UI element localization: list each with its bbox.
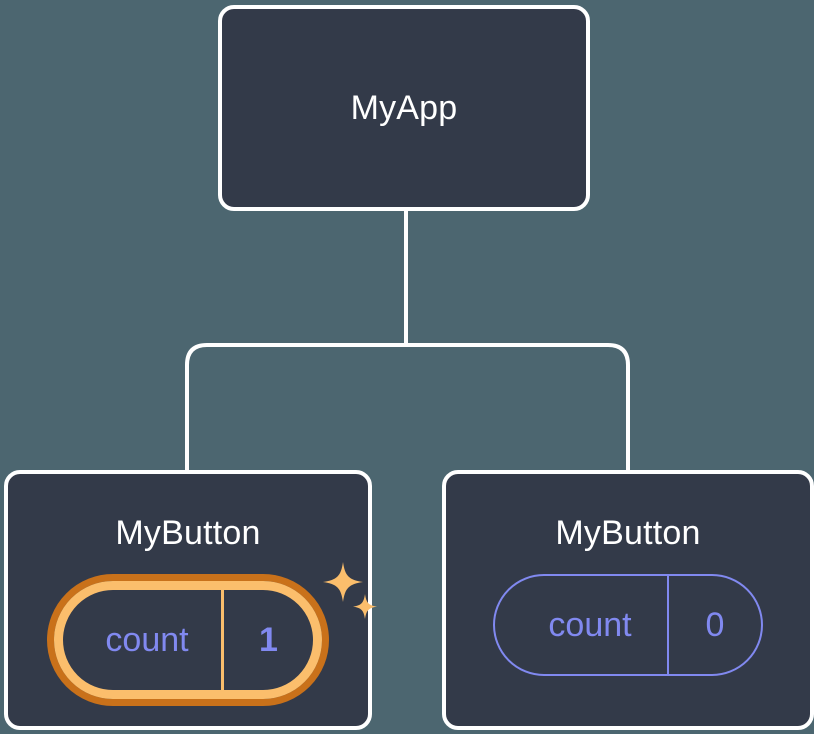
state-key-label: count: [105, 621, 189, 659]
connector-branch-right: [406, 343, 630, 470]
component-label: MyButton: [115, 514, 261, 552]
state-pill-plain-wrap: count 0: [493, 574, 763, 676]
state-value-label: 1: [221, 590, 313, 690]
sparkle-group: [323, 562, 377, 619]
component-label: MyButton: [555, 514, 701, 552]
component-node-mybutton-right[interactable]: MyButton count 0: [442, 470, 814, 730]
sparkle-icon-small: [353, 594, 377, 619]
state-pill-count-0[interactable]: count 0: [493, 574, 763, 676]
component-node-myapp[interactable]: MyApp: [218, 5, 590, 211]
sparkle-icon-large: [323, 562, 363, 602]
state-pill-count-1[interactable]: count 1: [54, 581, 322, 699]
connector-branch-left: [185, 343, 406, 470]
state-value-label: 0: [667, 576, 761, 674]
state-key-label: count: [548, 606, 632, 644]
component-label: MyApp: [350, 89, 458, 127]
state-pill-highlighted-wrap: count 1: [47, 562, 377, 706]
state-pill-highlight-ring: count 1: [47, 574, 329, 706]
component-node-mybutton-left[interactable]: MyButton count 1: [4, 470, 377, 730]
